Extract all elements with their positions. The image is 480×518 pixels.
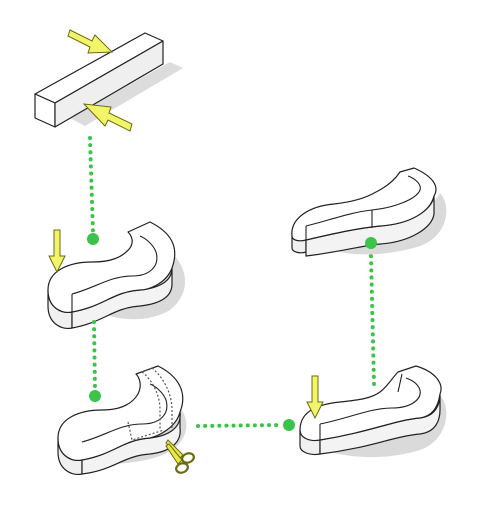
- raised-s-shape: [291, 167, 437, 257]
- connector-bar-to-bent: [88, 136, 95, 234]
- connector-bent-to-cut: [92, 320, 97, 390]
- connector-node-icon: [87, 233, 377, 431]
- scissors-icon: [165, 439, 195, 474]
- bent-s-shape: [47, 221, 176, 329]
- force-arrow-icon: [48, 229, 66, 274]
- straight-bar: [34, 32, 164, 128]
- connector-cut-to-pressed: [196, 423, 284, 428]
- cut-s-shape: [57, 365, 184, 475]
- cut-line: [127, 367, 173, 441]
- force-arrow-icon: [67, 29, 114, 54]
- connectors: [88, 136, 376, 428]
- force-arrow-icon: [82, 103, 133, 132]
- force-arrow-icon: [306, 375, 324, 420]
- pressed-s-shape: [299, 365, 442, 456]
- connector-pressed-to-raised: [369, 254, 376, 386]
